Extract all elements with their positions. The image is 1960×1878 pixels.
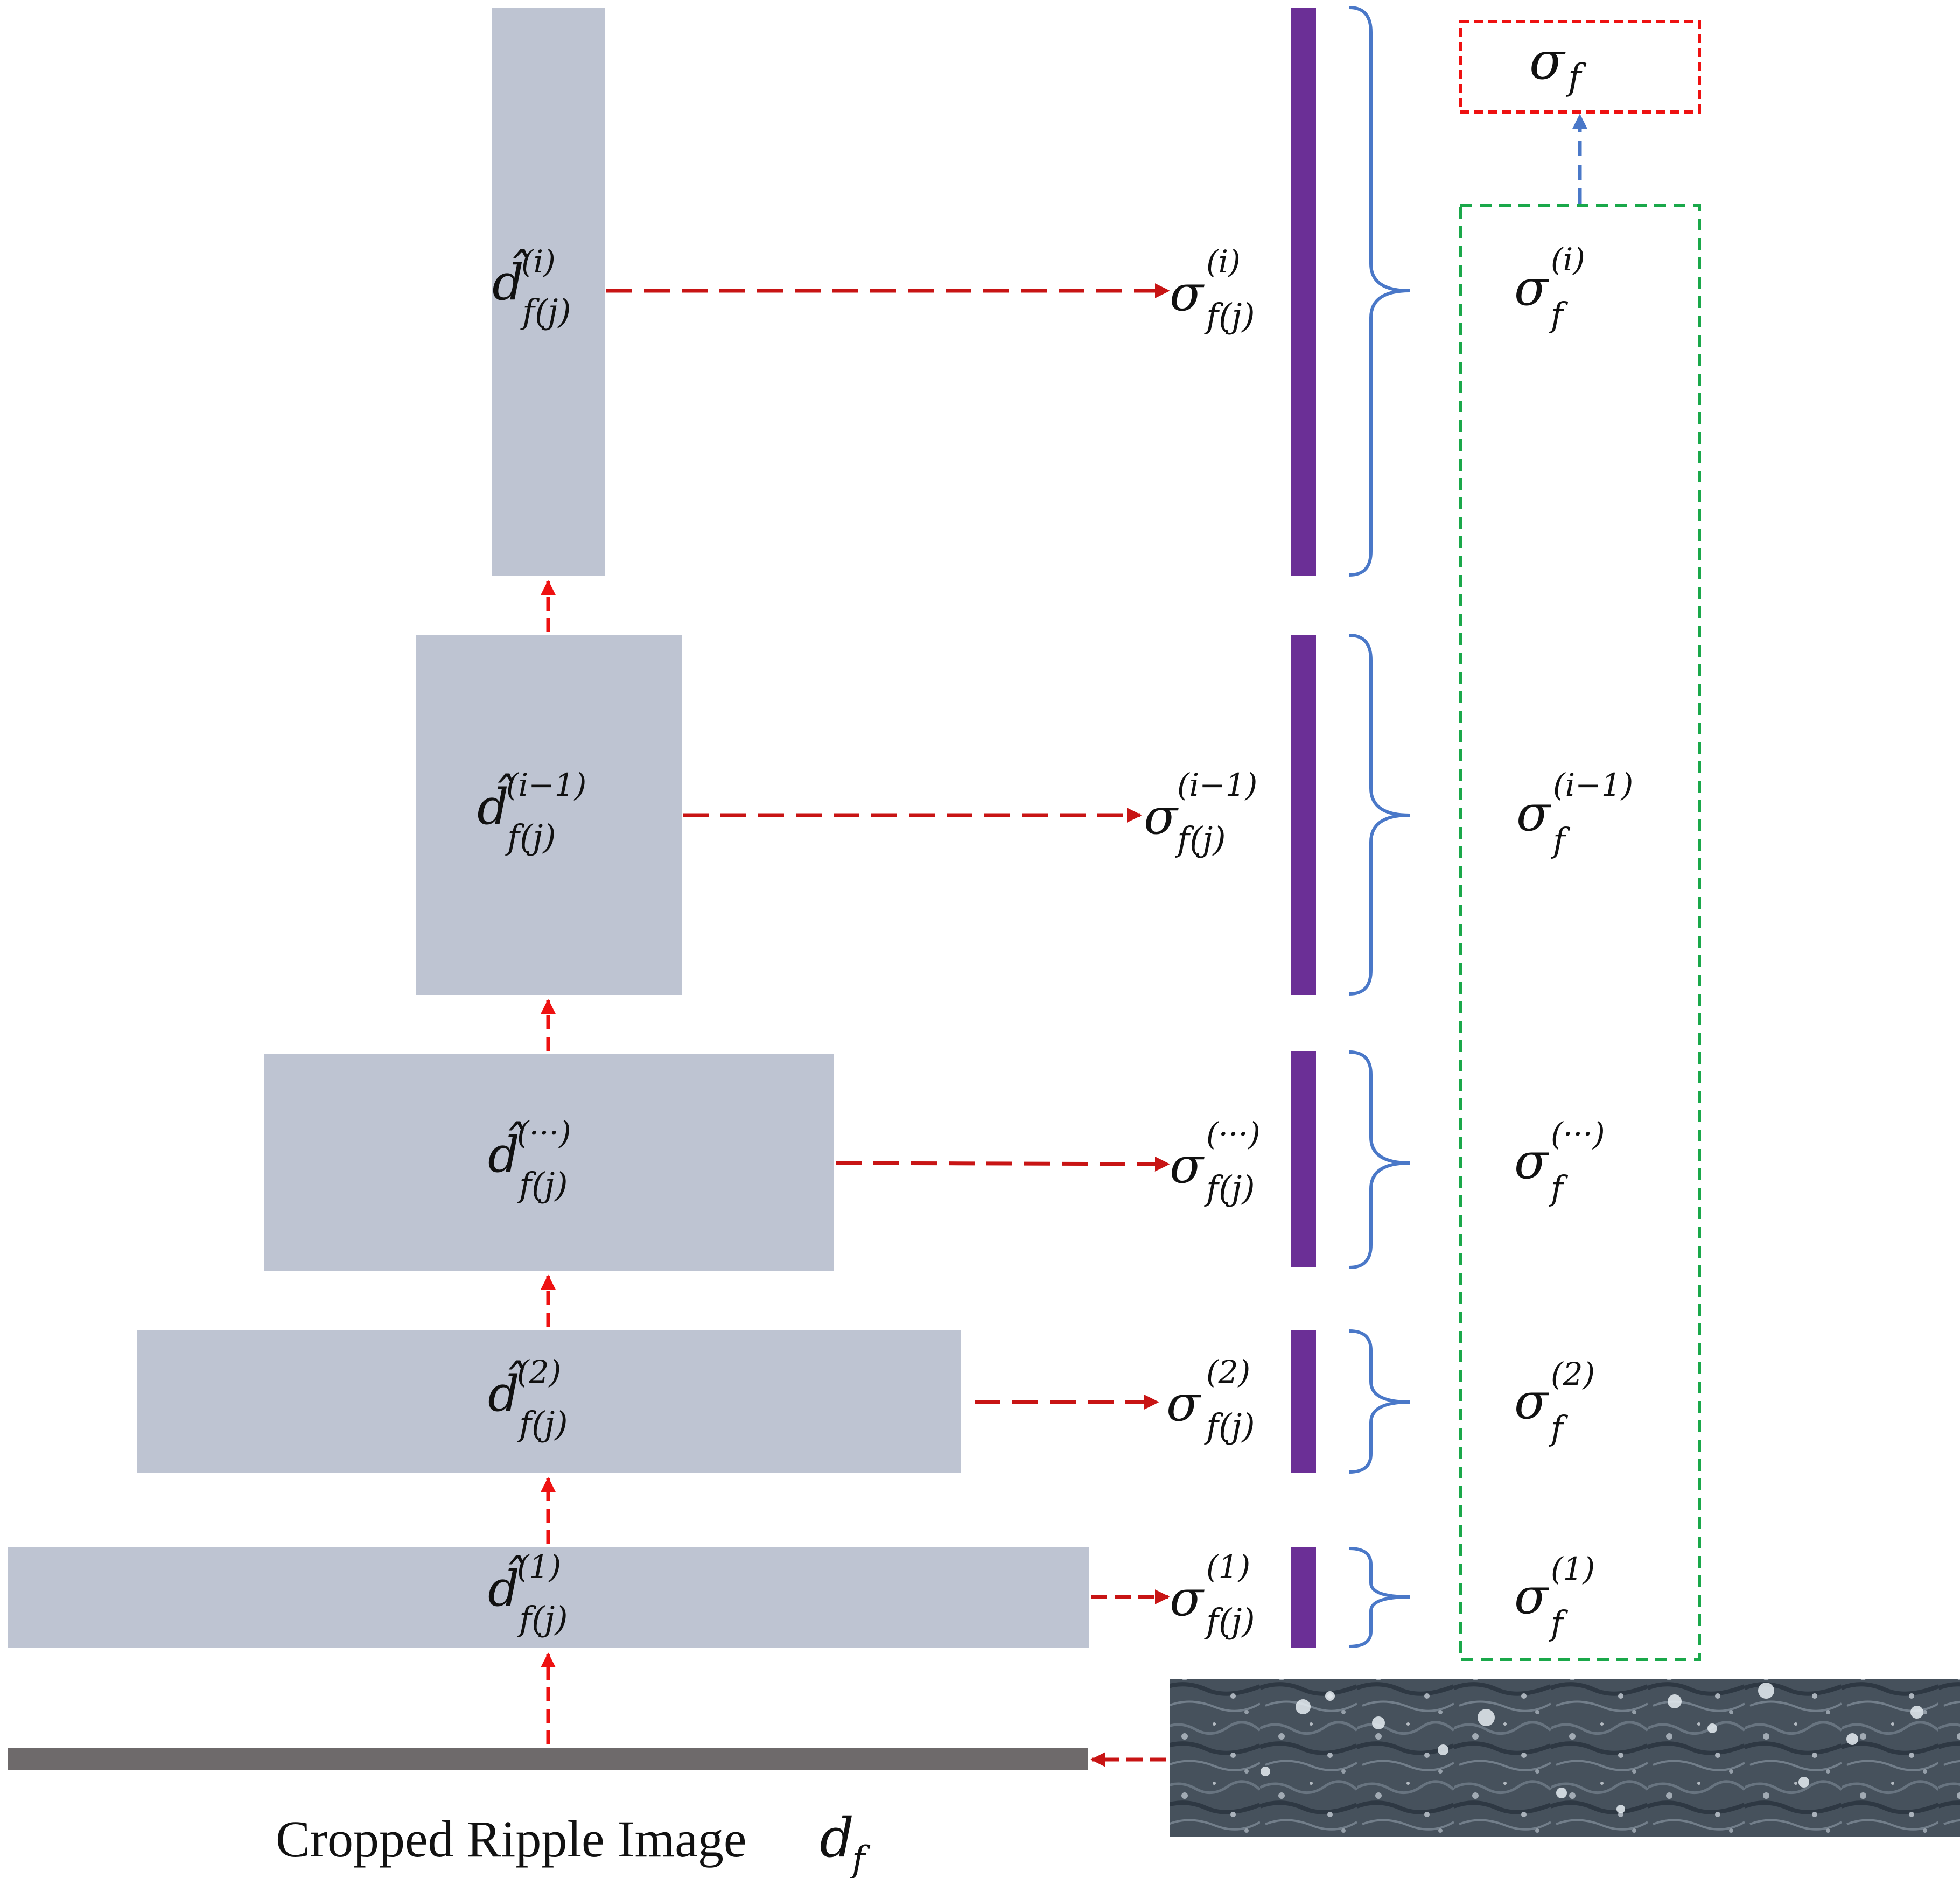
purple-bar-level-2 <box>1291 1330 1316 1473</box>
svg-text:f(j): f(j) <box>520 292 571 331</box>
svg-text:(i): (i) <box>1551 241 1585 278</box>
svg-text:f: f <box>1565 57 1587 98</box>
label-sigma-f-level-dots: σ (···) f <box>1514 1116 1605 1208</box>
svg-text:d̂: d̂ <box>492 249 529 311</box>
label-d-level-i-minus-1: d̂ (i−1) f(j) <box>477 767 586 857</box>
svg-text:d̂: d̂ <box>488 1360 524 1422</box>
pyramid-block-level-1 <box>8 1547 1089 1648</box>
purple-bar-level-i-minus-1 <box>1291 635 1316 995</box>
label-sigma-fj-level-dots: σ (···) f(j) <box>1170 1116 1261 1208</box>
svg-text:f(j): f(j) <box>505 817 556 857</box>
svg-text:f(j): f(j) <box>517 1165 568 1204</box>
pyramid-block-level-2 <box>137 1330 961 1473</box>
label-sigma-fj-level-i: σ (i) f(j) <box>1170 243 1255 335</box>
svg-text:σ: σ <box>1170 1137 1205 1194</box>
ripple-image <box>1170 1679 1960 1837</box>
svg-text:f(j): f(j) <box>1204 1406 1255 1446</box>
svg-text:f(j): f(j) <box>1204 1168 1255 1208</box>
label-d-level-i: d̂ (i) f(j) <box>492 243 571 331</box>
purple-bar-level-dots <box>1291 1051 1316 1267</box>
svg-text:σ: σ <box>1516 784 1551 842</box>
label-sigma-f-level-1: σ (1) f <box>1514 1551 1595 1643</box>
svg-text:σ: σ <box>1166 1375 1201 1432</box>
svg-text:(···): (···) <box>1206 1116 1261 1152</box>
svg-text:f: f <box>1551 821 1571 860</box>
svg-text:d̂: d̂ <box>488 1121 524 1183</box>
svg-text:f: f <box>1549 1168 1569 1208</box>
svg-text:f: f <box>849 1839 871 1878</box>
label-d-level-dots: d̂ (···) f(j) <box>488 1115 571 1204</box>
purple-bar-level-1 <box>1291 1547 1316 1648</box>
pyramid-block-level-i <box>492 8 605 576</box>
brace-level-2 <box>1349 1329 1410 1474</box>
svg-text:(i−1): (i−1) <box>1177 767 1257 803</box>
brace-level-i <box>1349 6 1410 577</box>
svg-text:(1): (1) <box>1206 1548 1250 1585</box>
svg-text:(2): (2) <box>517 1354 561 1390</box>
svg-text:σ: σ <box>1170 264 1205 322</box>
svg-text:Cropped Ripple Image: Cropped Ripple Image <box>276 1810 746 1868</box>
svg-text:f(j): f(j) <box>1204 1601 1255 1641</box>
caption: Cropped Ripple Image d f <box>276 1806 871 1878</box>
svg-text:f(j): f(j) <box>1204 296 1255 335</box>
svg-text:(i): (i) <box>521 243 556 280</box>
svg-text:σ: σ <box>1170 1569 1205 1627</box>
svg-text:σ: σ <box>1529 31 1566 91</box>
base-input-bar <box>8 1748 1088 1770</box>
label-d-level-1: d̂ (1) f(j) <box>488 1548 568 1638</box>
svg-text:(2): (2) <box>1551 1356 1595 1392</box>
right-arrow-level-dots <box>835 1156 1170 1172</box>
svg-text:(i): (i) <box>1206 243 1241 280</box>
brace-level-1 <box>1349 1547 1410 1648</box>
sigma-collection-box <box>1459 204 1701 1661</box>
output-box <box>1459 20 1701 114</box>
svg-text:f(j): f(j) <box>517 1404 568 1443</box>
svg-text:(i−1): (i−1) <box>1553 767 1633 803</box>
label-sigma-f-level-i-minus-1: σ (i−1) f <box>1516 767 1633 860</box>
svg-text:f(j): f(j) <box>517 1599 568 1638</box>
label-sigma-fj-level-1: σ (1) f(j) <box>1170 1548 1255 1641</box>
svg-text:f(j): f(j) <box>1175 819 1226 859</box>
svg-text:f: f <box>1549 295 1569 334</box>
label-sigma-fj-level-2: σ (2) f(j) <box>1166 1354 1255 1446</box>
svg-text:(1): (1) <box>517 1548 561 1585</box>
pyramid-block-level-dots <box>264 1054 834 1271</box>
svg-text:(···): (···) <box>1551 1116 1605 1152</box>
purple-bar-level-i <box>1291 8 1316 576</box>
brace-level-dots <box>1349 1050 1410 1269</box>
label-sigma-f-level-i: σ (i) f <box>1514 241 1585 334</box>
svg-text:d̂: d̂ <box>477 773 514 836</box>
svg-text:σ: σ <box>1144 788 1179 845</box>
svg-text:(2): (2) <box>1206 1354 1250 1390</box>
label-output-sigma-f: σ f <box>1529 31 1587 98</box>
svg-text:d̂: d̂ <box>488 1555 524 1617</box>
svg-text:σ: σ <box>1514 1132 1549 1190</box>
svg-text:(i−1): (i−1) <box>506 767 586 803</box>
svg-text:(···): (···) <box>517 1115 571 1151</box>
label-sigma-f-level-2: σ (2) f <box>1514 1356 1595 1448</box>
svg-text:d: d <box>820 1806 854 1869</box>
brace-level-i-minus-1 <box>1349 634 1410 996</box>
label-d-level-2: d̂ (2) f(j) <box>488 1354 568 1443</box>
svg-text:σ: σ <box>1514 1372 1549 1430</box>
svg-text:σ: σ <box>1514 259 1549 317</box>
pyramid-block-level-i-minus-1 <box>416 635 682 995</box>
svg-text:(1): (1) <box>1551 1551 1595 1587</box>
svg-text:f: f <box>1549 1603 1569 1643</box>
svg-text:σ: σ <box>1514 1567 1549 1625</box>
svg-text:f: f <box>1549 1408 1569 1448</box>
label-sigma-fj-level-i-minus-1: σ (i−1) f(j) <box>1144 767 1257 859</box>
